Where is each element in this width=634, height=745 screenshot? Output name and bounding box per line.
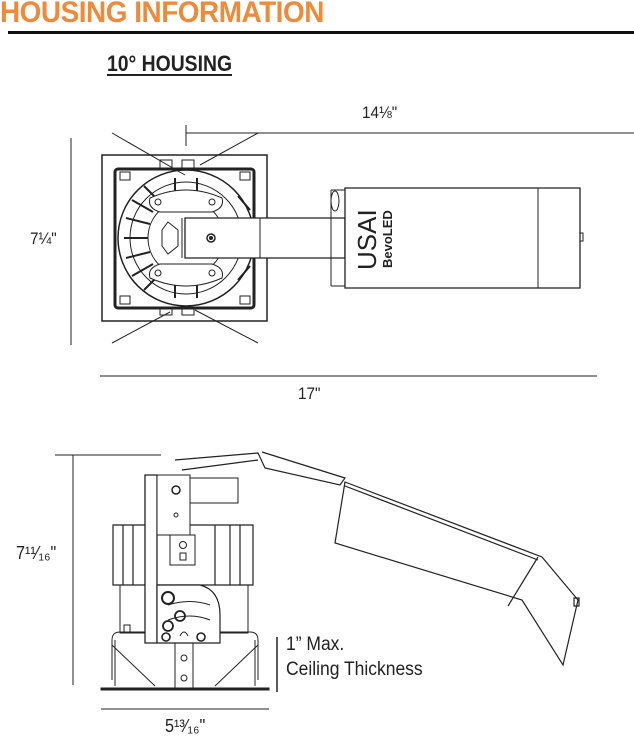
top-view-driver-box <box>331 188 583 288</box>
ceiling-note-line2: Ceiling Thickness <box>286 659 423 680</box>
dim-top-height: 7¼" <box>30 229 57 248</box>
dim-overall-length: 17" <box>298 384 321 403</box>
section-heading: HOUSING INFORMATION <box>0 0 324 29</box>
dim-side-height: 7¹¹⁄₁₆" <box>16 543 57 563</box>
top-view-arm <box>182 218 345 258</box>
brand-sub: BevoLED <box>380 210 395 268</box>
top-view-dimensions <box>71 125 634 376</box>
side-view-driver-arm <box>175 452 579 665</box>
dim-length-to-driver: 14⅛" <box>362 103 398 122</box>
housing-subtitle: 10° HOUSING <box>107 51 233 76</box>
side-view-housing <box>101 475 269 690</box>
side-view-dimensions <box>55 455 277 709</box>
heading-divider <box>8 31 634 34</box>
brand-logo: USAI <box>352 209 382 270</box>
ceiling-note-line1: 1” Max. <box>286 634 345 655</box>
dim-side-width: 5¹³⁄₁₆" <box>165 716 206 736</box>
